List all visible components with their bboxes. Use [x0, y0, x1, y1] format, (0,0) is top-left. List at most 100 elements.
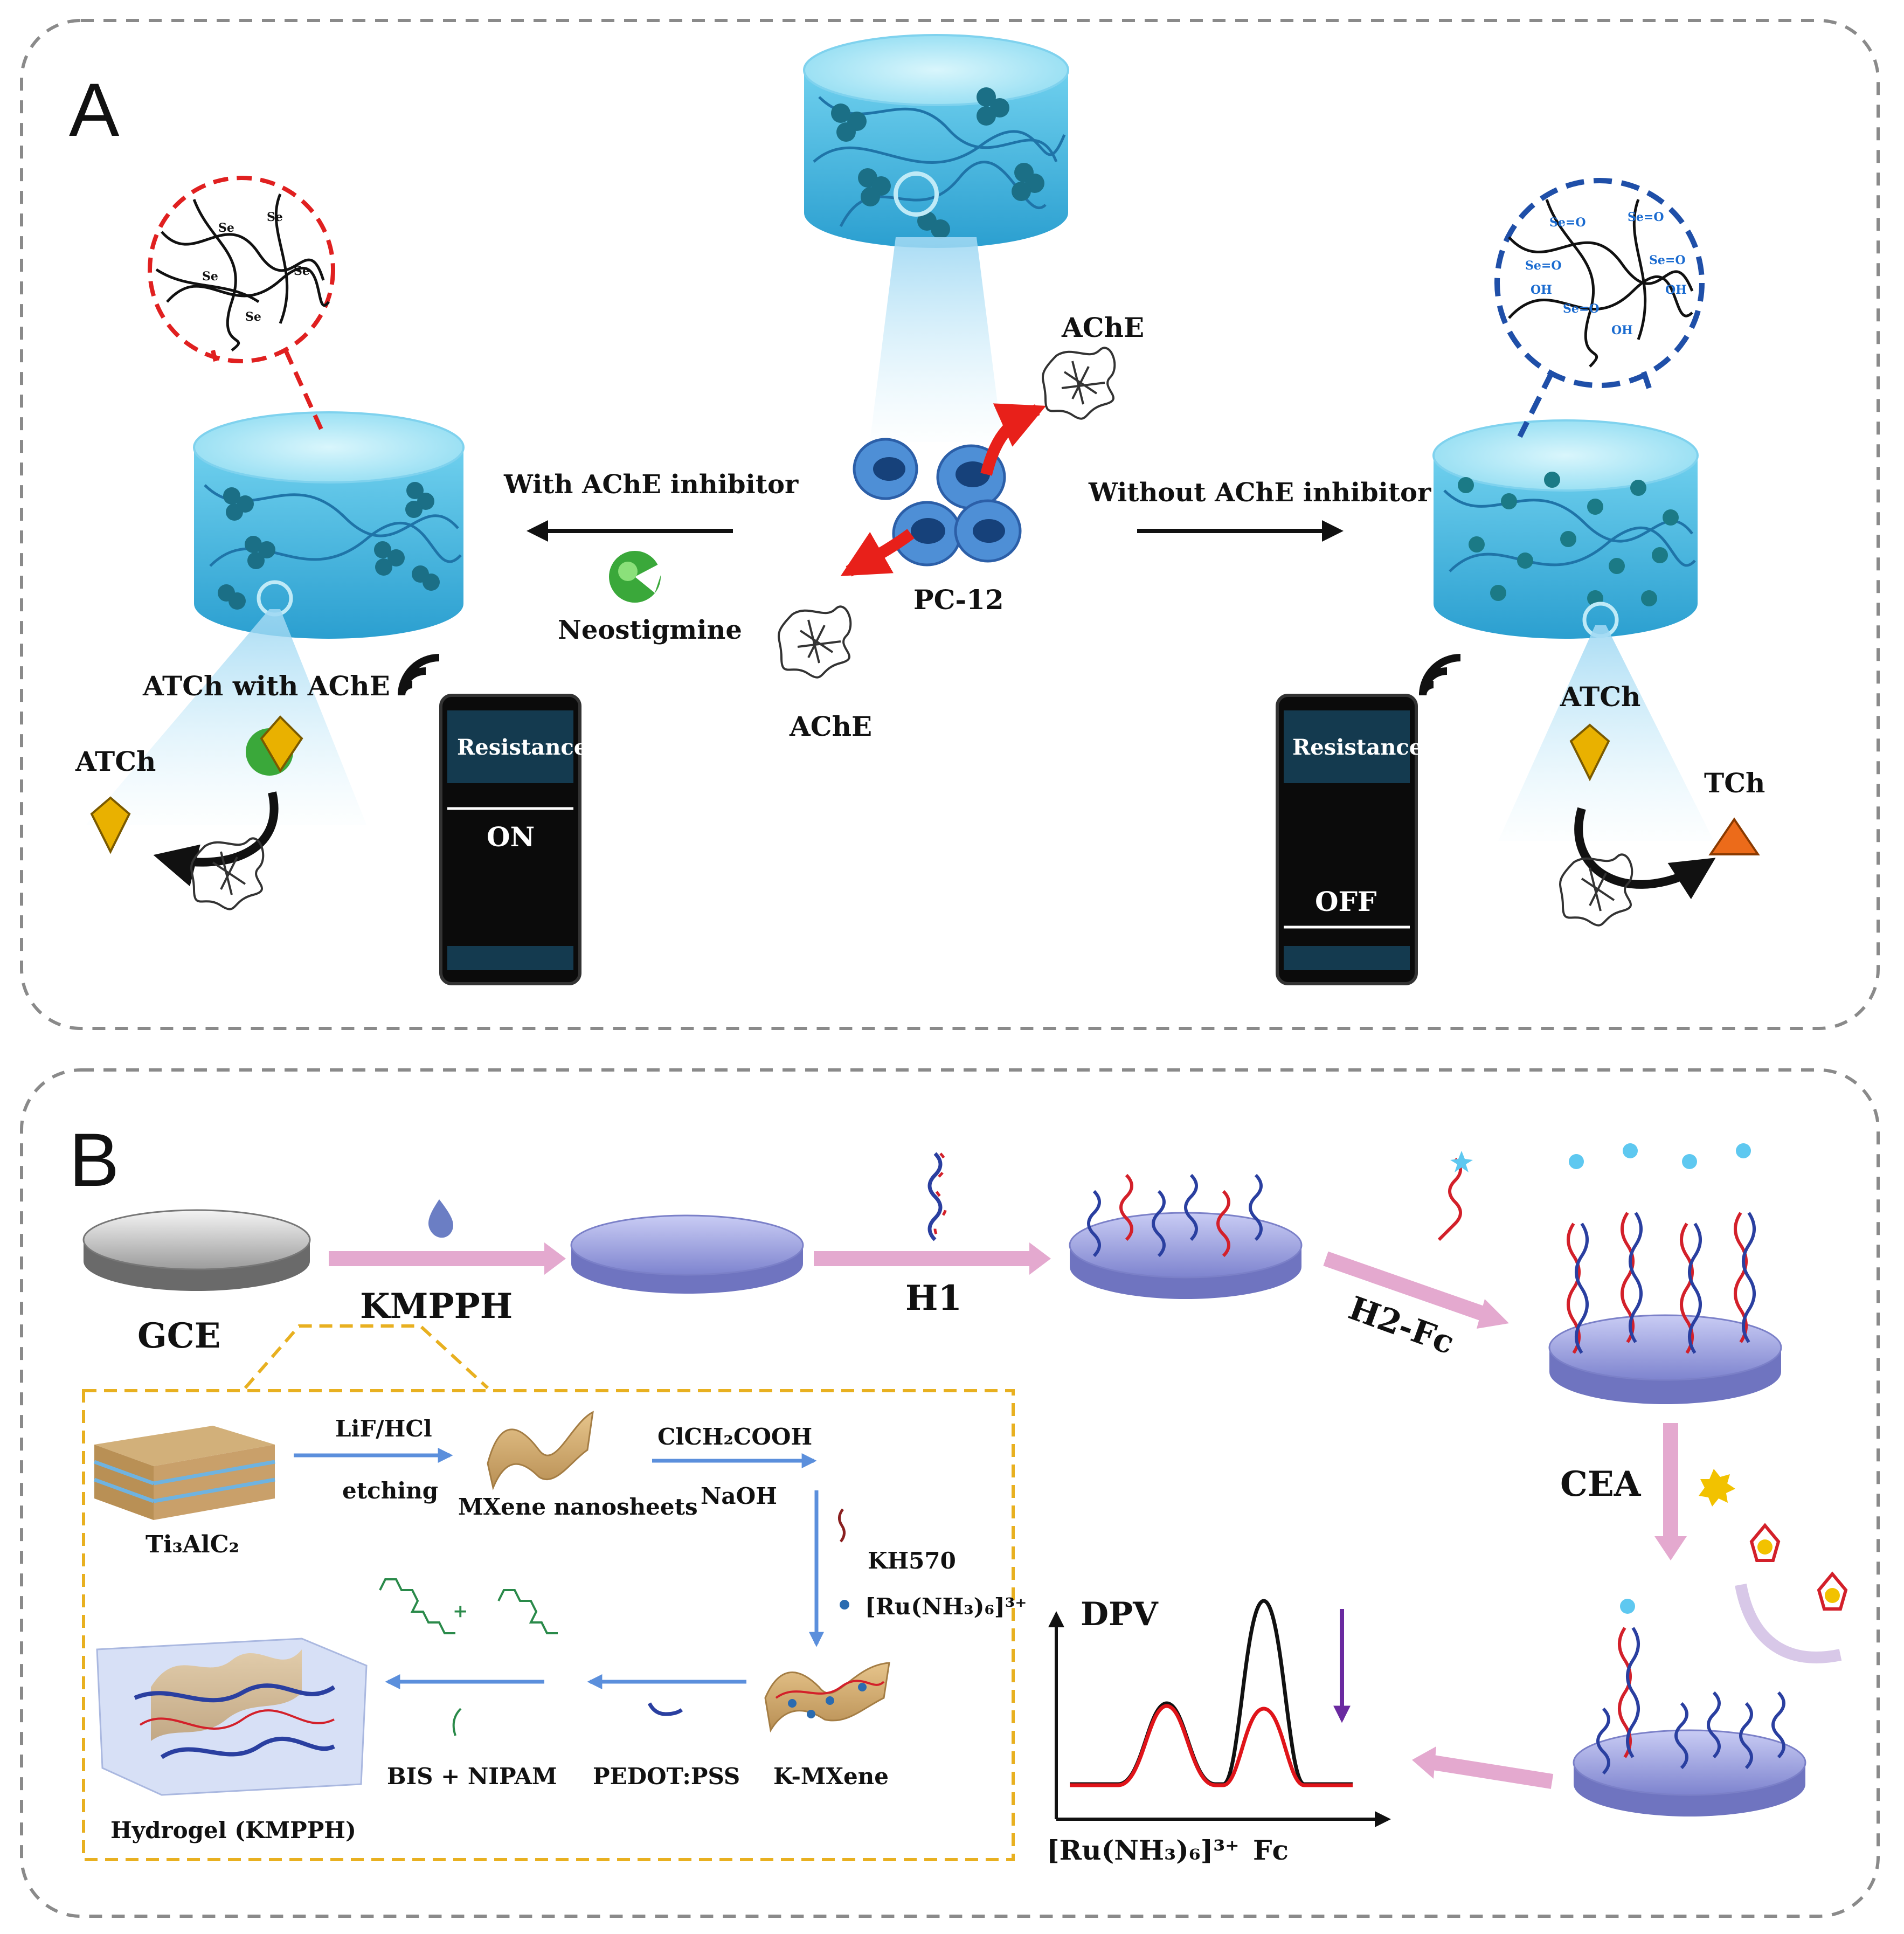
bis-nipam-label: BIS + NIPAM: [387, 1763, 557, 1790]
arrow-h1-head: [1029, 1242, 1051, 1275]
arrow-h2fc: [1323, 1251, 1490, 1323]
atch-with-ache-label: ATCh with AChE: [142, 670, 390, 702]
right-polymer-network: [1508, 199, 1694, 368]
neostigmine-icon: [609, 551, 666, 603]
svg-text:Se: Se: [245, 310, 261, 324]
released-complex: [1735, 1523, 1848, 1663]
svg-text:Se=O: Se=O: [1649, 253, 1685, 267]
bis-nipam-structures: [379, 1578, 558, 1736]
svg-text:OH: OH: [1665, 283, 1687, 297]
arrow-to-dpv: [1432, 1755, 1554, 1789]
panel-a-border: [20, 19, 1880, 1030]
left-phone: [439, 694, 581, 985]
left-atch-diamond: [90, 796, 131, 854]
dpv-x-right-label: Fc: [1253, 1834, 1289, 1866]
svg-text:OH: OH: [1531, 283, 1552, 297]
left-ache-enzyme: [190, 837, 265, 910]
clch2cooh-label: ClCH₂COOH: [657, 1424, 812, 1450]
right-phone: [1276, 694, 1418, 985]
h1-strand-icon: [927, 1152, 943, 1241]
left-hydrogel: [193, 411, 465, 639]
etching-label: etching: [342, 1477, 438, 1504]
cea-molecule-icon: [1699, 1469, 1735, 1507]
svg-text:Se: Se: [294, 264, 310, 278]
right-light-beam: [1498, 625, 1714, 841]
left-magnifier-connector: [211, 349, 326, 435]
h1-label: H1: [905, 1278, 962, 1318]
svg-text:Se: Se: [218, 221, 234, 235]
kh570-icon: [838, 1508, 846, 1543]
pedot-icon: [647, 1702, 683, 1716]
left-phone-title: Resistance: [457, 735, 587, 760]
kh570-label: KH570: [868, 1548, 956, 1574]
center-light-beam: [870, 237, 1002, 442]
right-magnifier: [1494, 178, 1705, 388]
right-seo-labels: Se=O Se=O Se=O Se=O Se=O OH OH OH: [1525, 210, 1687, 337]
ru-label: [Ru(NH₃)₆]³⁺: [865, 1593, 1027, 1620]
right-magnifier-connector: [1517, 370, 1652, 438]
svg-text:Se: Se: [202, 270, 218, 284]
ache-enzyme-bottom: [778, 605, 852, 679]
red-arrow-down: [840, 529, 915, 577]
panel-a-letter: A: [69, 67, 120, 152]
pc12-label: PC-12: [913, 584, 1004, 616]
k-mxene-label: K-MXene: [773, 1763, 889, 1790]
tch-triangle: [1708, 817, 1760, 855]
with-inhibitor-label: With AChE inhibitor: [503, 469, 799, 500]
dpv-label: DPV: [1081, 1595, 1159, 1633]
k-mxene-icon: [764, 1662, 890, 1733]
neostigmine-label: Neostigmine: [558, 615, 742, 645]
svg-text:OH: OH: [1611, 323, 1633, 337]
ache-bottom-label: AChE: [789, 710, 872, 742]
ache-top-label: AChE: [1061, 312, 1144, 343]
without-inhibitor-label: Without AChE inhibitor: [1088, 478, 1431, 508]
inset-callout: [244, 1324, 489, 1390]
right-reaction-arrow: [1574, 807, 1716, 900]
svg-text:Se=O: Se=O: [1563, 302, 1599, 316]
hydrogel-kmpph-icon: [96, 1638, 368, 1796]
atch-inhibitor-complex: [246, 715, 303, 776]
right-wifi-icon: [1419, 654, 1461, 696]
red-arrow-up: [980, 403, 1047, 476]
left-phone-state: ON: [487, 821, 535, 853]
arrow-h2fc-head: [1477, 1299, 1509, 1329]
left-reaction-arrow: [153, 791, 279, 887]
arrow-cea-head: [1654, 1536, 1687, 1560]
pc12-cells: [853, 438, 1022, 567]
dpv-plot: [1048, 1599, 1391, 1827]
droplet-icon: [428, 1199, 454, 1238]
tch-label: TCh: [1704, 767, 1765, 799]
center-hydrogel: [803, 34, 1069, 248]
right-phone-title: Resistance: [1292, 735, 1423, 760]
modified-electrode: [570, 1214, 804, 1294]
left-atch-label: ATCh: [75, 745, 156, 777]
left-magnifier: [148, 176, 335, 363]
right-hydrogel: [1432, 419, 1699, 639]
kmpph-label: KMPPH: [360, 1286, 513, 1327]
svg-text:Se=O: Se=O: [1628, 210, 1664, 224]
gce-label: GCE: [137, 1316, 220, 1356]
cea-label: CEA: [1560, 1464, 1642, 1504]
naoh-label: NaOH: [701, 1483, 777, 1509]
left-se-labels: Se Se Se Se Se: [202, 210, 310, 324]
mxene-label: MXene nanosheets: [458, 1494, 698, 1520]
right-atch-diamond: [1569, 723, 1610, 782]
dpv-red-curve: [1070, 1704, 1353, 1787]
dpv-x-left-label: [Ru(NH₃)₆]³⁺: [1047, 1834, 1240, 1866]
fc-star-icon: [1450, 1151, 1473, 1172]
lif-label: LiF/HCl: [335, 1415, 432, 1442]
ti3alc2-block: [93, 1426, 275, 1520]
ru-dot-icon: [840, 1600, 849, 1610]
left-polymer-network: [155, 194, 330, 351]
cea-electrode: [1573, 1599, 1806, 1816]
gce-electrode: [82, 1209, 311, 1291]
arrow-to-dpv-head: [1412, 1746, 1436, 1779]
mxene-sheet-icon: [487, 1411, 594, 1490]
right-phone-state: OFF: [1315, 886, 1377, 917]
panel-b-border: [20, 1068, 1880, 1918]
left-light-beam: [86, 609, 366, 825]
right-ache-enzyme: [1559, 853, 1633, 927]
svg-text:Se=O: Se=O: [1549, 216, 1585, 230]
h2fc-strand-icon: [1437, 1157, 1462, 1241]
